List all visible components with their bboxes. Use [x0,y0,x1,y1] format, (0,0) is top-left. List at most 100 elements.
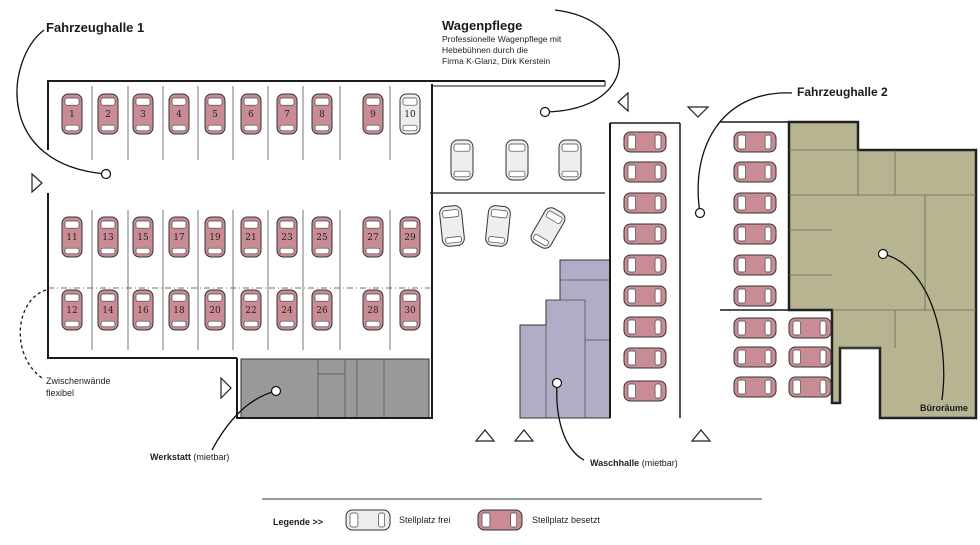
spot-number: 27 [367,233,379,243]
entry-arrows [31,91,712,442]
spot-number: 26 [316,306,328,316]
hall2-lower-right-car-1 [788,317,832,339]
mid-car-5 [623,254,667,276]
spot-number: 7 [284,110,290,120]
spot-number: 24 [281,306,293,316]
parking-spot-26: 26 [311,289,333,331]
workshop-label: Werkstatt (mietbar) [150,452,229,462]
parking-spot-7: 7 [276,93,298,135]
spot-number: 9 [370,110,376,120]
washhall-label: Waschhalle (mietbar) [590,458,678,468]
washhall-name: Waschhalle [590,458,640,468]
parking-spot-8: 8 [311,93,333,135]
care-description-line-1: Professionelle Wagenpflege mit [442,34,562,44]
hall2-car-3 [733,192,777,214]
entry-arrow-right-icon [220,376,232,400]
mid-car-8 [623,347,667,369]
washhall-area[interactable] [519,259,611,419]
mid-car-3 [623,192,667,214]
spot-number: 18 [173,306,185,316]
entry-arrow-right-icon [31,172,43,194]
spot-number: 28 [367,306,379,316]
legend-icons [345,509,523,531]
legend-free-label: Stellplatz frei [399,515,451,525]
parking-spot-10: 10 [399,93,421,135]
spot-number: 16 [137,306,149,316]
care-car-1 [450,139,474,181]
spot-number: 5 [212,110,218,120]
mid-car-2 [623,161,667,183]
parking-spot-30: 30 [399,289,421,331]
spot-number: 14 [102,306,114,316]
hall2-lower-left-car-2 [733,346,777,368]
mid-car-4 [623,223,667,245]
hall2-car-2 [733,161,777,183]
legend-occupied-label: Stellplatz besetzt [532,515,601,525]
spot-number: 30 [404,306,416,316]
spot-number: 19 [209,233,221,243]
washhall-dividers [545,279,610,418]
parking-spot-1: 1 [61,93,83,135]
entry-arrow-up-icon [474,429,496,442]
care-car-4 [439,205,465,247]
parking-spot-13: 13 [97,216,119,258]
mid-car-7 [623,316,667,338]
washhall-suffix: (mietbar) [641,458,678,468]
spot-number: 20 [209,306,221,316]
spot-number: 29 [404,233,416,243]
care-description-line-2: Hebebühnen durch die [442,45,529,55]
hall2-car-5 [733,254,777,276]
offices-dividers [789,149,976,349]
spot-number: 15 [137,233,149,243]
parking-spot-19: 19 [204,216,226,258]
entry-arrow-left-icon [617,91,629,113]
parking-spot-11: 11 [61,216,83,258]
parking-spot-29: 29 [399,216,421,258]
leader-lines [16,9,945,461]
workshop-area[interactable] [240,358,430,419]
parking-spot-12: 12 [61,289,83,331]
spot-number: 23 [281,233,293,243]
hall2-title: Fahrzeughalle 2 [797,85,888,99]
hall2-lower-left-car-3 [733,376,777,398]
parking-spot-2: 2 [97,93,119,135]
offices-label: Büroräume [920,403,969,413]
parking-spot-25: 25 [311,216,333,258]
hall2-lower-right-car-3 [788,376,832,398]
entry-arrow-up-icon [513,429,535,442]
hall2-walls [720,121,789,311]
spot-number: 17 [173,233,185,243]
spot-number: 21 [245,233,256,243]
mid-car-1 [623,131,667,153]
legend-free-car-icon [345,509,391,531]
parking-spot-22: 22 [240,289,262,331]
spot-number: 8 [319,110,325,120]
spot-number: 3 [140,110,146,120]
spot-number: 10 [404,110,416,120]
care-car-6 [530,207,566,249]
care-car-3 [558,139,582,181]
parking-spot-17: 17 [168,216,190,258]
spot-number: 25 [316,233,328,243]
parking-spot-18: 18 [168,289,190,331]
hall2-car-1 [733,131,777,153]
parking-spot-20: 20 [204,289,226,331]
parking-spot-27: 27 [362,216,384,258]
hall1-title: Fahrzeughalle 1 [46,20,145,35]
mid-car-9 [623,380,667,402]
hall1-dividers [91,86,391,350]
hall2-car-6 [733,285,777,307]
spot-number: 4 [176,110,182,120]
hall2-lower-left-car-1 [733,317,777,339]
parking-spot-4: 4 [168,93,190,135]
parking-spot-16: 16 [132,289,154,331]
offices-area[interactable] [787,120,978,420]
spot-number: 1 [69,110,75,120]
parking-spot-9: 9 [362,93,384,135]
workshop-suffix: (mietbar) [193,452,230,462]
hall2-car-4 [733,223,777,245]
mid-car-6 [623,285,667,307]
spot-number: 13 [102,233,114,243]
parking-spot-24: 24 [276,289,298,331]
